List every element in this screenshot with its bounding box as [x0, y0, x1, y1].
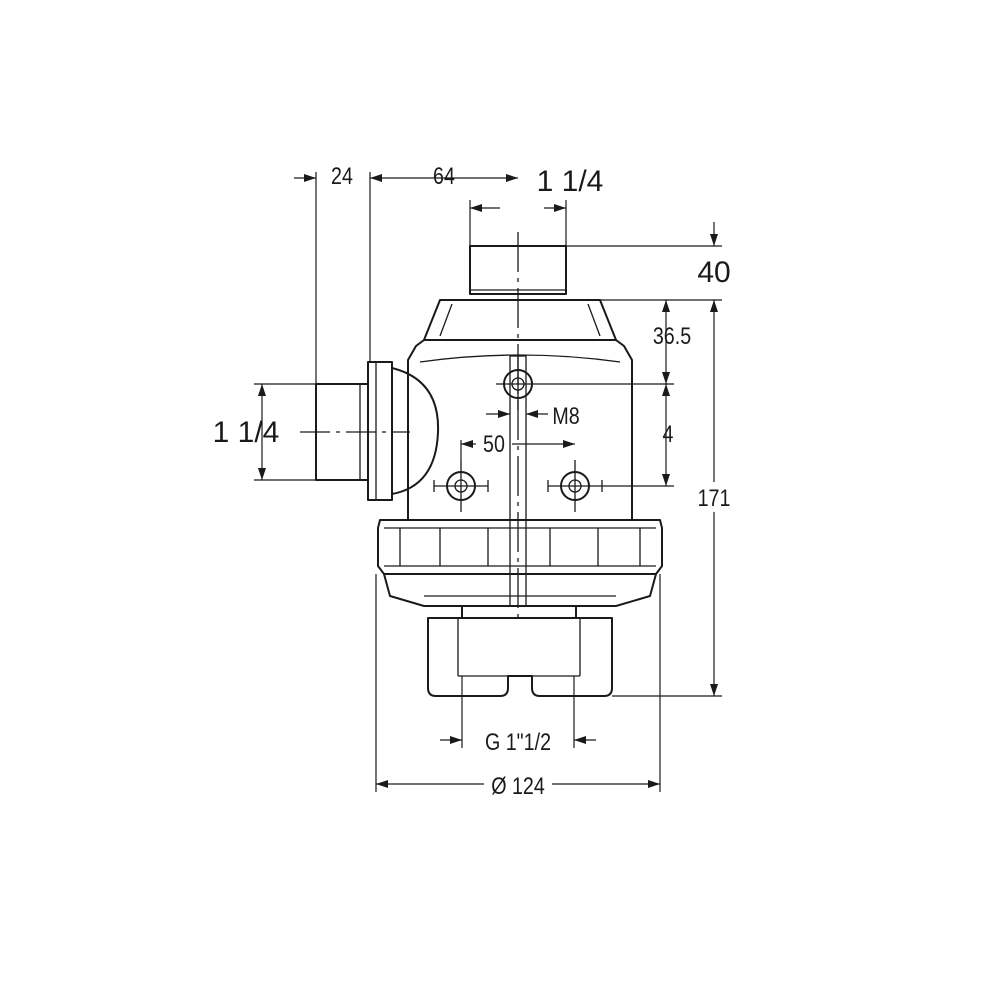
bottom-connector — [427, 617, 613, 697]
bottom-neck — [461, 605, 577, 619]
bowl — [383, 573, 657, 607]
dim-label-64: 64 — [433, 162, 455, 189]
dim-label-4: 4 — [663, 420, 674, 447]
dim-label-top-thread: 1 1/4 — [537, 165, 604, 198]
side-dome — [391, 367, 440, 495]
dimension-labels: 24 64 1 1/4 40 36.5 M8 50 4 171 1 1/4 G … — [213, 162, 732, 799]
dim-label-24: 24 — [331, 162, 353, 189]
side-flange — [367, 361, 393, 501]
dim-label-g-thread: G 1"1/2 — [485, 728, 551, 755]
top-collar — [423, 299, 617, 341]
filter-body — [300, 232, 663, 697]
dimension-lines — [254, 172, 722, 792]
dim-label-50: 50 — [483, 430, 505, 457]
dim-label-171: 171 — [698, 484, 731, 511]
dim-label-m8: M8 — [552, 402, 579, 429]
dim-label-side-thread: 1 1/4 — [213, 416, 280, 449]
dim-label-40: 40 — [697, 256, 730, 289]
housing — [407, 339, 633, 521]
dim-label-diameter: Ø 124 — [491, 772, 545, 799]
mounting-bolt-left — [433, 460, 489, 512]
dim-label-36-5: 36.5 — [653, 322, 691, 349]
mounting-bolt-top — [496, 356, 540, 410]
mounting-bolt-right — [547, 460, 603, 512]
